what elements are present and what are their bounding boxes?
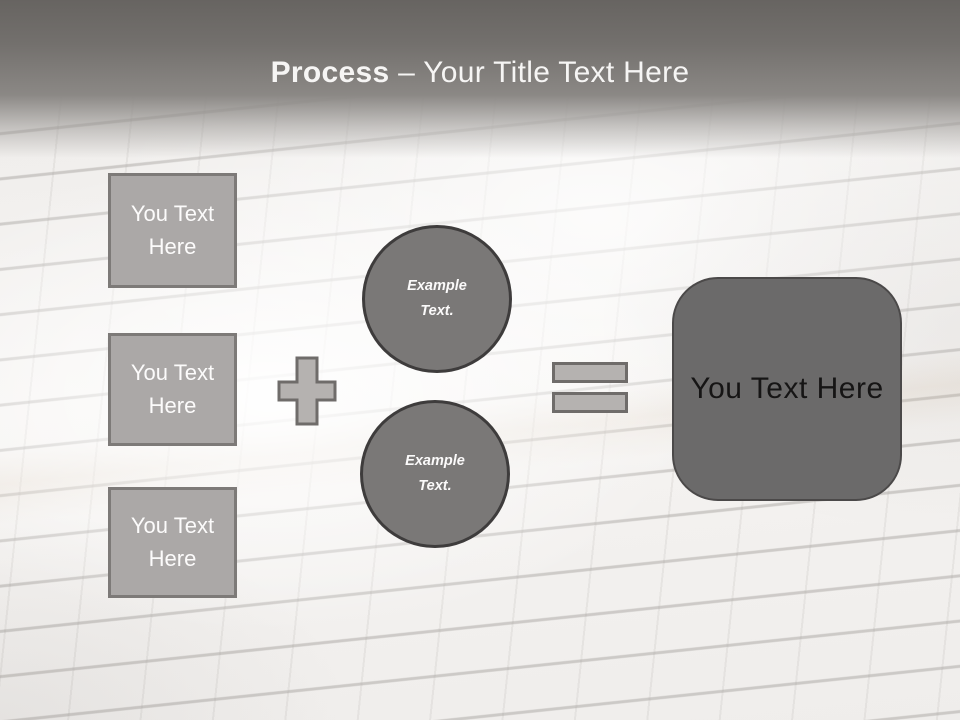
example-circle-2-label: Example Text. [405,453,465,494]
input-box-2: You Text Here [108,333,237,446]
header-band: Process – Your Title Text Here [0,0,960,158]
input-box-3-label: You Text Here [130,512,215,571]
example-circle-2: Example Text. [360,400,510,548]
input-box-1: You Text Here [108,173,237,288]
equals-bar-top [552,362,628,383]
plus-icon [277,356,337,426]
input-box-1-label: You Text Here [130,200,215,259]
result-box-label: You Text Here [690,372,884,405]
example-circle-1-label: Example Text. [407,278,467,319]
equals-icon [552,362,628,413]
slide-title-keyword: Process [270,56,390,89]
input-box-3: You Text Here [108,487,237,598]
slide-title: Process – Your Title Text Here [0,56,960,90]
input-box-2-label: You Text Here [130,359,215,418]
result-box: You Text Here [672,277,902,501]
slide-title-subtitle: – Your Title Text Here [398,56,690,89]
equals-bar-bottom [552,392,628,413]
example-circle-1: Example Text. [362,225,512,373]
